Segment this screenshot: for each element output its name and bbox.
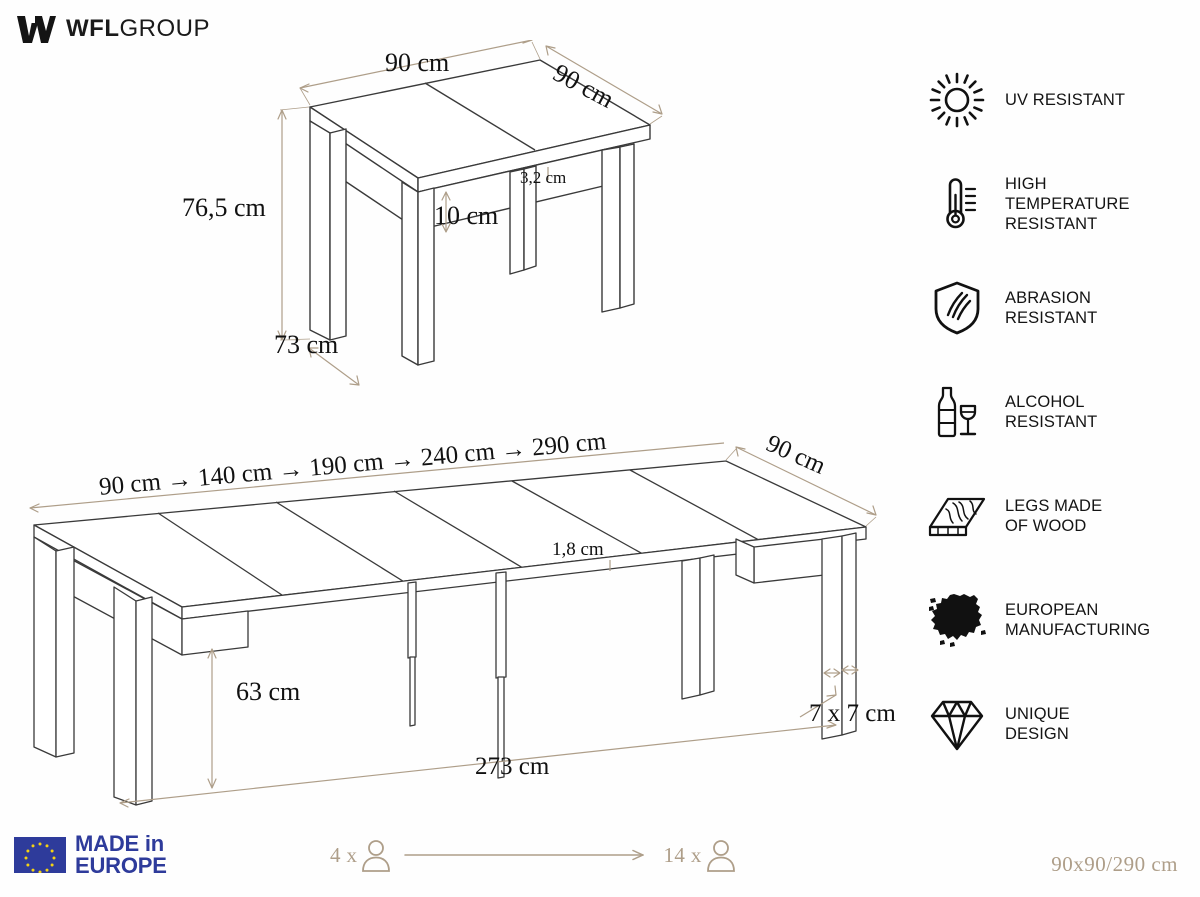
feature-item-unique-design: UNIQUE DESIGN (925, 672, 1200, 776)
feature-label: UV RESISTANT (1005, 90, 1126, 109)
brand-logo: WFLGROUP (16, 14, 210, 44)
large-table-top-thickness-label: 1,8 cm (552, 539, 604, 560)
seating-to-count: 14 x (663, 842, 702, 867)
europe-map-icon (925, 588, 989, 652)
made-in-line: MADE in (75, 831, 165, 856)
feature-item-alcohol-resistant: ALCOHOL RESISTANT (925, 360, 1200, 464)
diamond-icon (925, 692, 989, 756)
small-table-width-label: 90 cm (385, 48, 450, 77)
feature-item-legs-made-of-wood: LEGS MADE OF WOOD (925, 464, 1200, 568)
shield-scratch-icon (925, 276, 989, 340)
extended-table-drawing (29, 442, 877, 808)
seating-from-count: 4 x (330, 842, 358, 867)
small-table-height-label: 76,5 cm (182, 193, 266, 222)
feature-item-abrasion-resistant: ABRASION RESISTANT (925, 256, 1200, 360)
feature-list: UV RESISTANT HIGH TEMPERATURE RESISTANT (925, 48, 1200, 776)
feature-item-high-temperature-resistant: HIGH TEMPERATURE RESISTANT (925, 152, 1200, 256)
wood-plank-icon (925, 484, 989, 548)
made-in-europe-badge: MADE in EUROPE (14, 833, 167, 876)
feature-label: HIGH TEMPERATURE RESISTANT (1005, 174, 1130, 234)
person-icon (706, 840, 735, 872)
large-table-leg-section-label: 7 x 7 cm (809, 700, 896, 727)
feature-label: ABRASION RESISTANT (1005, 288, 1098, 327)
small-table-apron-label: 10 cm (434, 201, 499, 230)
large-table-clearance-label: 63 cm (236, 677, 301, 706)
feature-label: EUROPEAN MANUFACTURING (1005, 600, 1151, 639)
person-icon (362, 840, 391, 872)
eu-flag-icon (14, 836, 66, 873)
small-table-top-thickness-label: 3,2 cm (520, 168, 567, 187)
wfl-double-v-mark (17, 16, 56, 43)
brand-name: WFLGROUP (66, 15, 210, 43)
product-code: 90x90/290 cm (1051, 852, 1178, 876)
brand-name-light: GROUP (119, 15, 210, 42)
feature-item-european-manufacturing: EUROPEAN MANUFACTURING (925, 568, 1200, 672)
europe-line: EUROPE (75, 852, 167, 878)
sun-icon (925, 68, 989, 132)
large-table-inner-length-label: 273 cm (475, 753, 550, 780)
small-table-leg-height-label: 73 cm (274, 330, 339, 359)
feature-label: UNIQUE DESIGN (1005, 704, 1070, 743)
seating-capacity: 4 x 14 x (330, 838, 738, 872)
thermometer-icon (925, 172, 989, 236)
arrow-right-icon (404, 849, 645, 861)
feature-label: ALCOHOL RESISTANT (1005, 392, 1098, 431)
feature-item-uv-resistant: UV RESISTANT (925, 48, 1200, 152)
made-in-europe-text: MADE in EUROPE (75, 833, 167, 876)
bottle-glass-icon (925, 380, 989, 444)
feature-label: LEGS MADE OF WOOD (1005, 496, 1103, 535)
brand-name-bold: WFL (66, 15, 120, 42)
folded-table-drawing (277, 40, 663, 386)
